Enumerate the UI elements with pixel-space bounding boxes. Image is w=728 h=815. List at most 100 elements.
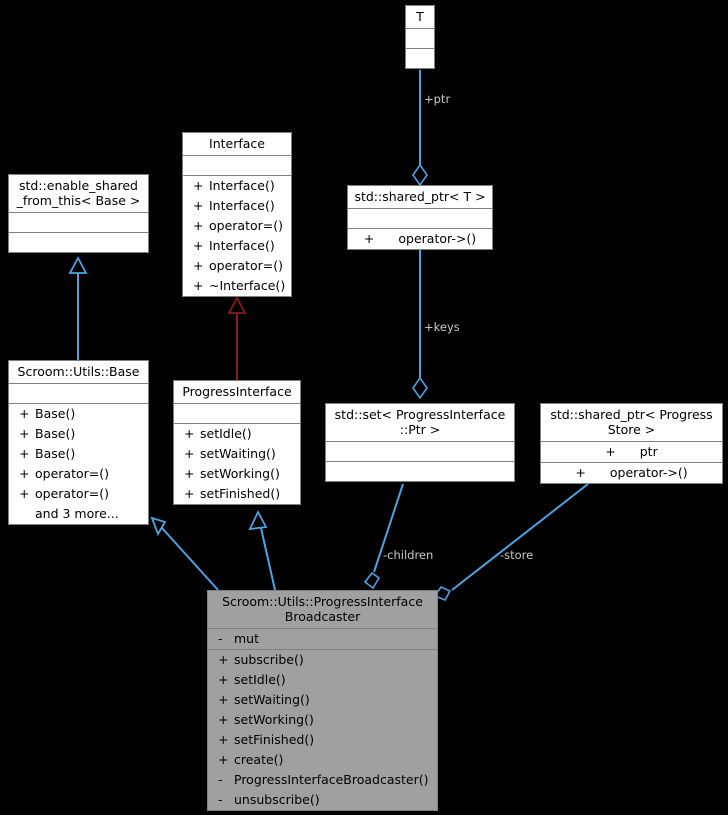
class-node-shared-ptr-t[interactable]: std::shared_ptr< T > +operator->()	[347, 185, 493, 250]
member-label: Interface()	[209, 238, 275, 253]
visibility-marker: +	[218, 752, 229, 767]
member-row-more: and 3 more...	[9, 504, 148, 524]
member-label: operator=()	[209, 258, 283, 273]
aggregation-diamond-sharedptr-ptr	[412, 163, 428, 187]
member-row: +operator->()	[348, 229, 492, 249]
member-row: + Interface()	[183, 236, 291, 256]
member-label: unsubscribe()	[234, 792, 320, 807]
visibility-marker: +	[193, 258, 204, 273]
class-node-shared-ptr-progress-store[interactable]: std::shared_ptr< Progress Store > +ptr +…	[540, 403, 723, 484]
visibility-marker: +	[193, 238, 204, 253]
class-title-t: T	[406, 6, 434, 29]
member-row: +setIdle()	[208, 670, 437, 690]
member-label: setFinished()	[200, 486, 281, 501]
visibility-marker: +	[218, 712, 229, 727]
member-label: ~Interface()	[209, 278, 286, 293]
member-row: +operator=()	[9, 484, 148, 504]
member-label: Interface()	[209, 178, 275, 193]
class-node-base[interactable]: Scroom::Utils::Base +Base() +Base() +Bas…	[8, 360, 149, 525]
visibility-marker: -	[218, 631, 223, 646]
inheritance-arrow-broadcaster-progressinterface	[248, 509, 268, 531]
class-attributes-base	[9, 384, 148, 404]
visibility-marker: +	[184, 426, 195, 441]
class-node-interface[interactable]: Interface + Interface() + Interface() + ope…	[182, 132, 292, 297]
member-row: + ~Interface()	[183, 276, 291, 296]
edge-broadcaster-to-progressinterface	[260, 527, 276, 591]
class-node-progress-interface[interactable]: ProgressInterface +setIdle() +setWaiting…	[173, 380, 301, 505]
class-attributes-interface	[183, 156, 291, 176]
class-title-interface: Interface	[183, 133, 291, 156]
class-node-progress-interface-broadcaster[interactable]: Scroom::Utils::ProgressInterface Broadca…	[207, 590, 438, 811]
member-label: mut	[234, 631, 259, 646]
member-row: +operator->()	[541, 463, 722, 483]
member-row: +setFinished()	[174, 484, 300, 504]
visibility-marker: -	[218, 792, 223, 807]
member-row: + Base()	[9, 424, 148, 444]
member-label: setWaiting()	[200, 446, 276, 461]
visibility-marker: +	[193, 178, 204, 193]
member-label: create()	[234, 752, 284, 767]
class-attributes-t	[406, 29, 434, 49]
class-operations-shared-ptr-progress-store: +operator->()	[541, 463, 722, 483]
member-row: + setWorking()	[174, 464, 300, 484]
edge-label-keys: +keys	[424, 320, 460, 334]
visibility-marker: +	[193, 218, 204, 233]
class-node-t[interactable]: T	[405, 5, 435, 69]
class-node-set-progress-interface-ptr[interactable]: std::set< ProgressInterface ::Ptr >	[325, 403, 515, 482]
member-label: setWorking()	[200, 466, 280, 481]
visibility-marker: +	[218, 672, 229, 687]
class-attributes-progress-interface-broadcaster: -mut	[208, 629, 437, 650]
class-operations-enable-shared-from-this	[9, 233, 148, 252]
member-row: -unsubscribe()	[208, 790, 437, 810]
class-title-set-progress-interface-ptr: std::set< ProgressInterface ::Ptr >	[326, 404, 514, 442]
member-row: +setFinished()	[208, 730, 437, 750]
aggregation-diamond-children	[363, 571, 381, 590]
class-operations-interface: + Interface() + Interface() + operator=() +…	[183, 176, 291, 296]
visibility-marker: +	[184, 446, 195, 461]
visibility-marker: +	[19, 466, 30, 481]
class-attributes-enable-shared-from-this	[9, 213, 148, 233]
aggregation-diamond-set-keys	[412, 376, 428, 400]
edge-label-children: -children	[383, 548, 434, 562]
member-label: operator->()	[609, 465, 688, 480]
member-label: operator=()	[35, 486, 109, 501]
member-row: +Base()	[9, 444, 148, 464]
visibility-marker: -	[218, 772, 223, 787]
member-label: Base()	[35, 426, 76, 441]
member-label: ptr	[639, 444, 658, 459]
edge-label-ptr: +ptr	[424, 92, 451, 106]
member-label: setWaiting()	[234, 692, 310, 707]
member-label: setIdle()	[200, 426, 252, 441]
visibility-marker: +	[19, 426, 30, 441]
member-row: +Interface()	[183, 196, 291, 216]
member-row: + setIdle()	[174, 424, 300, 444]
class-operations-shared-ptr-t: +operator->()	[348, 229, 492, 249]
visibility-marker: +	[184, 466, 195, 481]
class-title-shared-ptr-t: std::shared_ptr< T >	[348, 186, 492, 209]
member-row: -ProgressInterfaceBroadcaster()	[208, 770, 437, 790]
member-label: Interface()	[209, 198, 275, 213]
class-attributes-shared-ptr-t	[348, 209, 492, 229]
member-row: + operator=()	[183, 256, 291, 276]
class-attributes-shared-ptr-progress-store: +ptr	[541, 442, 722, 463]
class-title-shared-ptr-progress-store: std::shared_ptr< Progress Store >	[541, 404, 722, 442]
member-label: operator=()	[35, 466, 109, 481]
class-operations-progress-interface: + setIdle() + setWaiting() + setWorking() +…	[174, 424, 300, 504]
visibility-marker: +	[363, 231, 375, 246]
visibility-marker: +	[19, 406, 30, 421]
inheritance-arrow-broadcaster-base	[150, 516, 167, 537]
visibility-marker: +	[218, 732, 229, 747]
visibility-marker: +	[193, 278, 204, 293]
member-row: + Base()	[9, 404, 148, 424]
class-attributes-set-progress-interface-ptr	[326, 442, 514, 462]
member-row: -mut	[208, 629, 437, 649]
class-attributes-progress-interface	[174, 404, 300, 424]
member-label: ProgressInterfaceBroadcaster()	[234, 772, 429, 787]
edge-label-store: -store	[500, 548, 534, 562]
inheritance-arrow-progressinterface-interface	[227, 296, 247, 314]
member-label: subscribe()	[234, 652, 304, 667]
member-label: Base()	[35, 406, 76, 421]
class-node-enable-shared-from-this[interactable]: std::enable_shared _from_this< Base >	[8, 174, 149, 253]
member-label: and 3 more...	[35, 506, 119, 521]
